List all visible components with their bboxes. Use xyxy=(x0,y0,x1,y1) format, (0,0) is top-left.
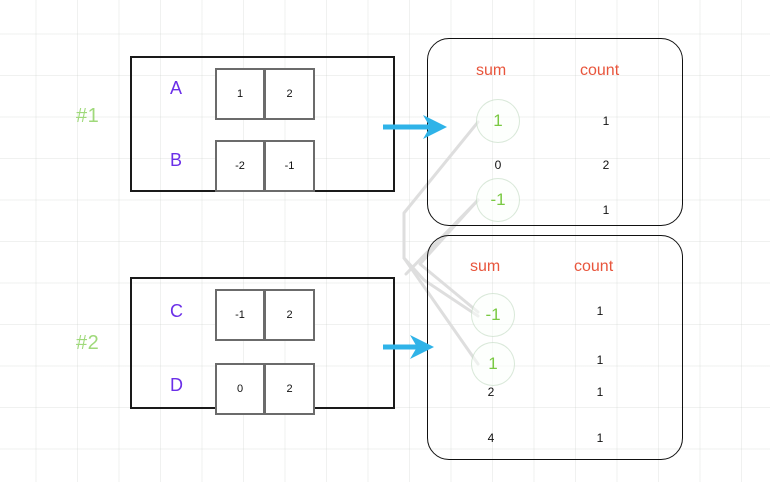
input-cell-d-0: 0 xyxy=(215,363,265,415)
result-1-count-1: 2 xyxy=(602,158,610,172)
step-tag-2: #2 xyxy=(76,332,100,354)
input-cell-b-0: -2 xyxy=(215,140,265,192)
result-2-sum-1: 1 xyxy=(488,354,498,373)
highlight-circle-r2-row1 xyxy=(471,293,515,337)
result-2-sum-0: -1 xyxy=(485,305,501,324)
input-cell-b-1: -1 xyxy=(265,140,315,192)
result-2-header-sum: sum xyxy=(470,258,501,275)
input-row-label-a: A xyxy=(170,78,183,98)
input-pair-c: -1 2 xyxy=(215,289,315,341)
highlight-circle-r1-row1 xyxy=(476,99,520,143)
highlight-circle-r2-row2 xyxy=(471,342,515,386)
result-2-sum-2: 2 xyxy=(487,385,495,399)
result-2-count-2: 1 xyxy=(596,385,604,399)
result-2-sum-3: 4 xyxy=(487,431,495,445)
input-pair-d: 0 2 xyxy=(215,363,315,415)
input-row-label-b: B xyxy=(170,150,183,170)
result-panel-1: sum count 1 1 0 2 -1 1 xyxy=(427,38,683,226)
input-cell-c-1: 2 xyxy=(265,289,315,341)
input-cell-a-0: 1 xyxy=(215,68,265,120)
result-2-count-1: 1 xyxy=(596,353,604,367)
result-2-count-0: 1 xyxy=(596,304,604,318)
result-1-sum-0: 1 xyxy=(493,111,503,130)
result-1-sum-2: -1 xyxy=(490,190,506,209)
result-2-count-3: 1 xyxy=(596,431,604,445)
result-1-header-sum: sum xyxy=(476,62,507,79)
input-panel-2: C -1 2 D 0 2 xyxy=(130,277,395,415)
input-row-label-c: C xyxy=(170,301,184,321)
highlight-circle-r1-row3 xyxy=(476,178,520,222)
result-panel-2: sum count -1 1 1 1 2 1 4 1 xyxy=(427,235,683,460)
input-row-label-d: D xyxy=(170,375,184,395)
result-1-count-0: 1 xyxy=(602,114,610,128)
result-1-header-count: count xyxy=(580,62,620,79)
input-cell-c-0: -1 xyxy=(215,289,265,341)
input-panel-1: A 1 2 B -2 -1 xyxy=(130,56,395,192)
result-1-sum-1: 0 xyxy=(494,158,502,172)
input-pair-b: -2 -1 xyxy=(215,140,315,192)
input-cell-a-1: 2 xyxy=(265,68,315,120)
result-1-count-2: 1 xyxy=(602,203,610,217)
step-tag-1: #1 xyxy=(76,105,100,127)
input-cell-d-1: 2 xyxy=(265,363,315,415)
result-2-header-count: count xyxy=(574,258,614,275)
input-pair-a: 1 2 xyxy=(215,68,315,120)
